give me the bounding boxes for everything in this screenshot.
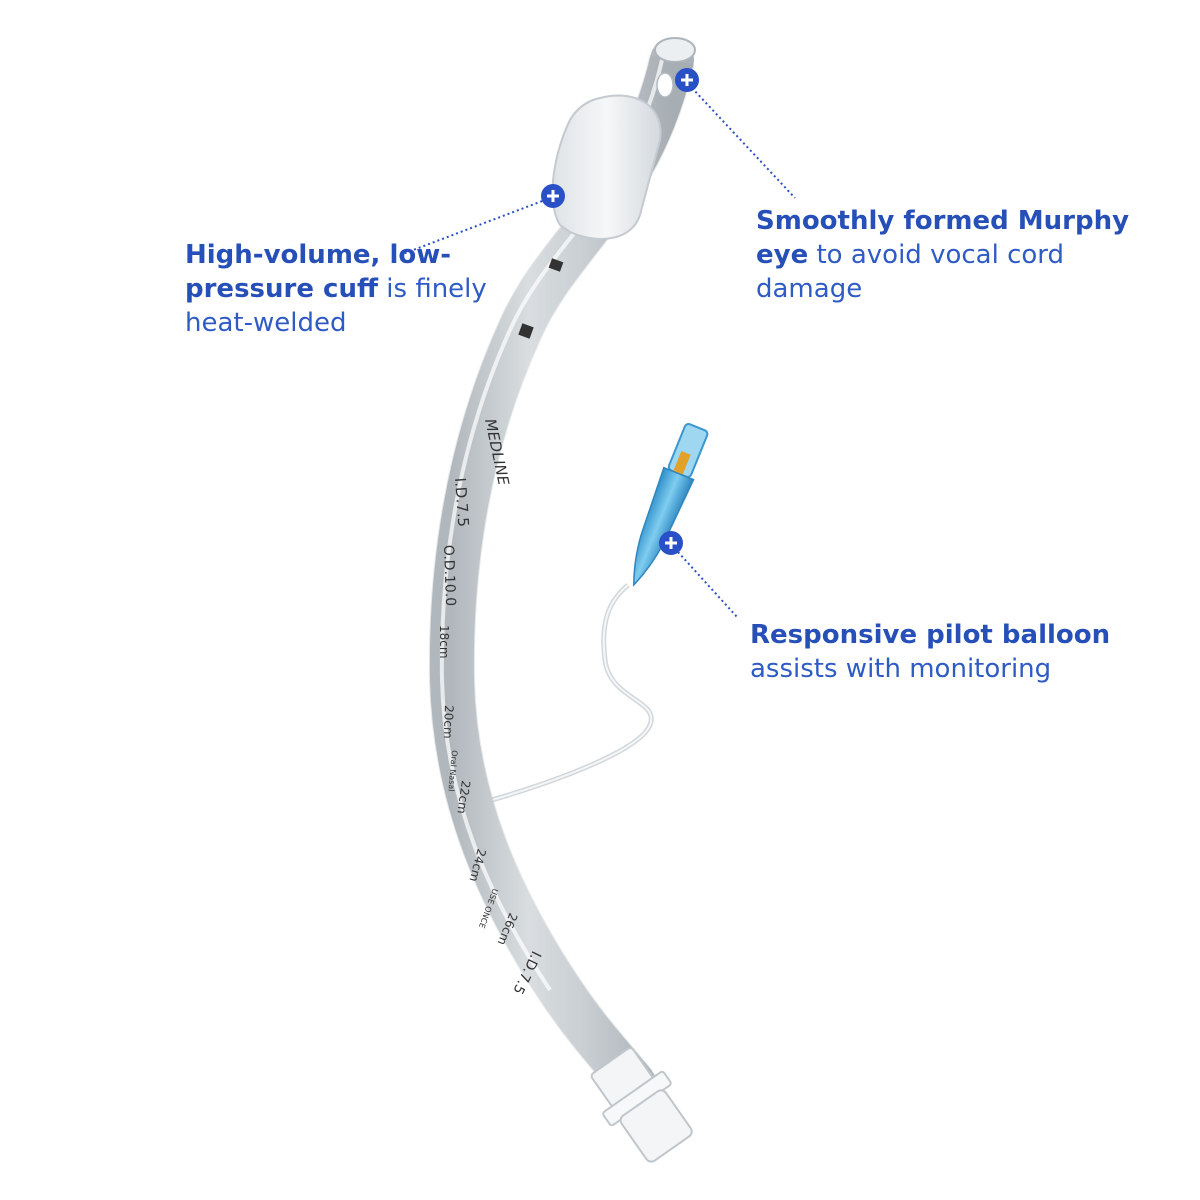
- tube-marking-id: I.D.7.5: [451, 477, 472, 528]
- pilot-leader-line: [677, 551, 738, 618]
- cuff: [551, 94, 662, 240]
- tube-marking-18cm: 18cm: [437, 625, 451, 659]
- cuff-leader-line: [399, 199, 546, 256]
- cuff-callout-title: High-volume, low-pressure cuff: [185, 240, 452, 304]
- pilot-balloon-callout-text: assists with monitoring: [750, 654, 1052, 684]
- depth-band: [548, 258, 564, 272]
- tube-tip: [654, 37, 696, 63]
- plus-icon[interactable]: [675, 68, 699, 92]
- tube-marking-od: O.D.10.0: [440, 545, 458, 607]
- depth-band: [518, 323, 534, 339]
- murphy-leader-line: [691, 87, 796, 199]
- murphy-eye: [656, 72, 674, 98]
- plus-icon[interactable]: [541, 184, 565, 208]
- tube-connector: [590, 1047, 693, 1163]
- pilot-balloon-callout: Responsive pilot balloon assists with mo…: [750, 618, 1170, 686]
- murphy-eye-callout-title: Smoothly formed Murphy eye: [756, 206, 1130, 270]
- tube-body: [429, 38, 694, 1107]
- cuff-callout: High-volume, low-pressure cuff is finely…: [185, 238, 515, 340]
- cuff-callout-text: is finely heat-welded: [185, 274, 487, 338]
- murphy-eye-callout-text: to avoid vocal cord damage: [756, 240, 1065, 304]
- tube-marking-22cm: 22cm: [454, 780, 473, 815]
- pilot-line: [491, 583, 654, 803]
- pilot-balloon: [633, 422, 709, 587]
- tube-marking-20cm: 20cm: [441, 705, 456, 739]
- pilot-balloon-callout-title: Responsive pilot balloon: [750, 620, 1111, 650]
- murphy-eye-callout: Smoothly formed Murphy eye to avoid voca…: [756, 204, 1176, 306]
- plus-icon[interactable]: [659, 531, 683, 555]
- tube-marking-oral-nasal: Oral Nasal: [446, 750, 459, 792]
